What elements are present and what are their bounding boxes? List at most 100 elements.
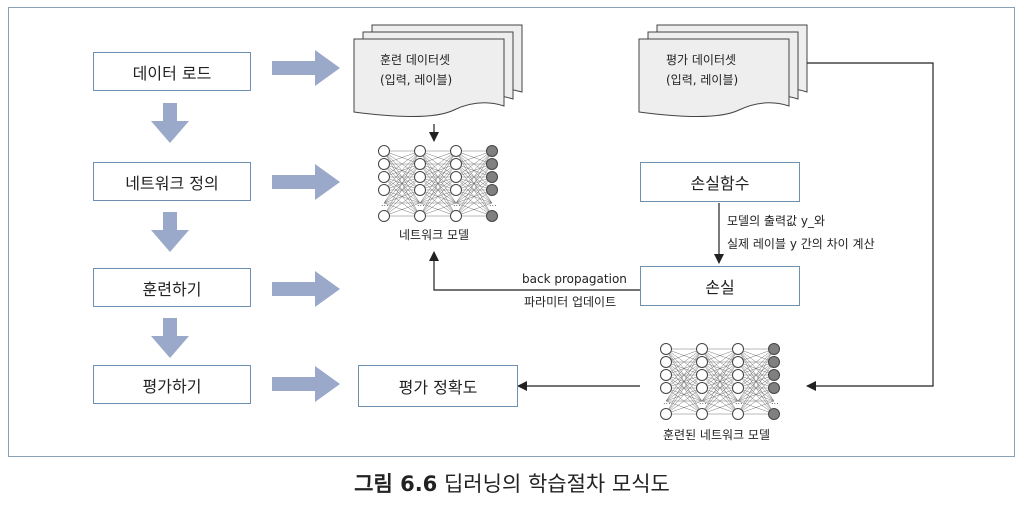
loss-function-label: 손실함수 <box>690 174 750 193</box>
loss-box: 손실 <box>640 266 800 306</box>
trained-model-label: 훈련된 네트워크 모델 <box>663 428 770 442</box>
network-ellipsis: ... <box>417 199 425 208</box>
network-node <box>378 145 390 157</box>
train-dataset-title: 훈련 데이터셋 <box>380 53 451 67</box>
eval-dataset-subtitle: (입력, 레이블) <box>666 73 739 87</box>
network-node <box>660 369 672 381</box>
step-label: 데이터 로드 <box>132 63 212 83</box>
down-arrow <box>151 103 189 143</box>
network-node <box>696 382 708 394</box>
network-ellipsis: ... <box>663 397 671 406</box>
network-node <box>414 210 426 222</box>
network-connection <box>383 189 421 217</box>
network-node <box>732 369 744 381</box>
network-connection <box>383 150 421 217</box>
figure-caption: 그림 6.6 딥러닝의 학습절차 모식도 <box>0 468 1024 498</box>
network-connection <box>419 150 457 165</box>
output-node <box>768 343 780 355</box>
output-node <box>768 369 780 381</box>
network-model-graphic: ............ <box>378 145 498 222</box>
network-connection <box>419 163 457 217</box>
network-ellipsis: ... <box>489 199 497 208</box>
output-node <box>486 158 498 170</box>
network-node <box>378 210 390 222</box>
network-ellipsis: ... <box>453 199 461 208</box>
network-connection <box>737 374 775 415</box>
network-node <box>732 356 744 368</box>
loss-note-line2: 실제 레이블 y 간의 차이 계산 <box>727 237 875 251</box>
network-model-label: 네트워크 모델 <box>399 228 470 242</box>
network-connection <box>419 150 457 204</box>
caption-prefix: 그림 6.6 <box>354 472 438 496</box>
network-connection <box>701 400 739 415</box>
network-node <box>450 145 462 157</box>
network-connection <box>737 348 775 402</box>
right-arrow <box>272 50 340 86</box>
accuracy-label: 평가 정확도 <box>398 378 478 397</box>
network-node <box>660 382 672 394</box>
network-connection <box>665 348 703 415</box>
accuracy-box: 평가 정확도 <box>358 365 518 407</box>
network-node <box>696 408 708 420</box>
network-connection <box>701 348 739 389</box>
network-connection <box>737 387 775 415</box>
network-connection <box>701 361 739 415</box>
network-connection <box>737 361 775 415</box>
loss-function-box: 손실함수 <box>640 162 800 202</box>
network-connection <box>455 202 493 217</box>
network-connection <box>665 348 703 402</box>
network-node <box>696 343 708 355</box>
network-node <box>450 210 462 222</box>
network-connection <box>383 163 421 217</box>
network-connection <box>665 374 703 415</box>
step-train: 훈련하기 <box>93 268 251 307</box>
backprop-note-line2: 파라미터 업데이트 <box>524 295 617 309</box>
network-connection <box>419 150 457 178</box>
network-connection <box>737 400 775 415</box>
eval-dataset-to-trained-model-arrow <box>806 62 934 391</box>
loss-note-line1: 모델의 출력값 y_와 <box>727 214 826 228</box>
network-node <box>414 158 426 170</box>
network-connection <box>701 348 739 376</box>
loss-label: 손실 <box>705 278 735 297</box>
network-connection <box>455 163 493 217</box>
network-node <box>660 343 672 355</box>
network-node <box>378 184 390 196</box>
network-node <box>378 158 390 170</box>
network-node <box>414 145 426 157</box>
right-arrow <box>272 271 340 307</box>
step-label: 훈련하기 <box>142 279 202 299</box>
step-label: 네트워크 정의 <box>125 173 219 193</box>
network-connection <box>419 189 457 217</box>
step-label: 평가하기 <box>142 376 202 396</box>
network-connection <box>701 387 739 415</box>
trained-network-model-graphic: ............ <box>660 343 780 420</box>
eval-dataset-title: 평가 데이터셋 <box>666 53 737 67</box>
output-node <box>486 184 498 196</box>
step-define-network: 네트워크 정의 <box>93 162 251 201</box>
network-node <box>696 356 708 368</box>
backprop-arrow <box>429 251 640 291</box>
network-connection <box>455 150 493 191</box>
network-connection <box>383 150 421 204</box>
network-connection <box>737 348 775 389</box>
network-connection <box>455 150 493 204</box>
caption-title: 딥러닝의 학습절차 모식도 <box>443 472 670 496</box>
network-node <box>378 171 390 183</box>
network-connection <box>383 202 421 217</box>
network-connection <box>419 176 457 217</box>
output-node <box>768 408 780 420</box>
network-connection <box>419 202 457 217</box>
network-connection <box>419 150 457 217</box>
network-connection <box>455 150 493 165</box>
network-node <box>660 408 672 420</box>
network-connection <box>665 348 703 376</box>
network-node <box>696 369 708 381</box>
right-arrow <box>272 366 340 402</box>
network-ellipsis: ... <box>735 397 743 406</box>
train-dataset-doc <box>353 24 523 118</box>
network-ellipsis: ... <box>771 397 779 406</box>
network-connection <box>737 348 775 376</box>
network-node <box>450 158 462 170</box>
network-connection <box>665 348 703 363</box>
